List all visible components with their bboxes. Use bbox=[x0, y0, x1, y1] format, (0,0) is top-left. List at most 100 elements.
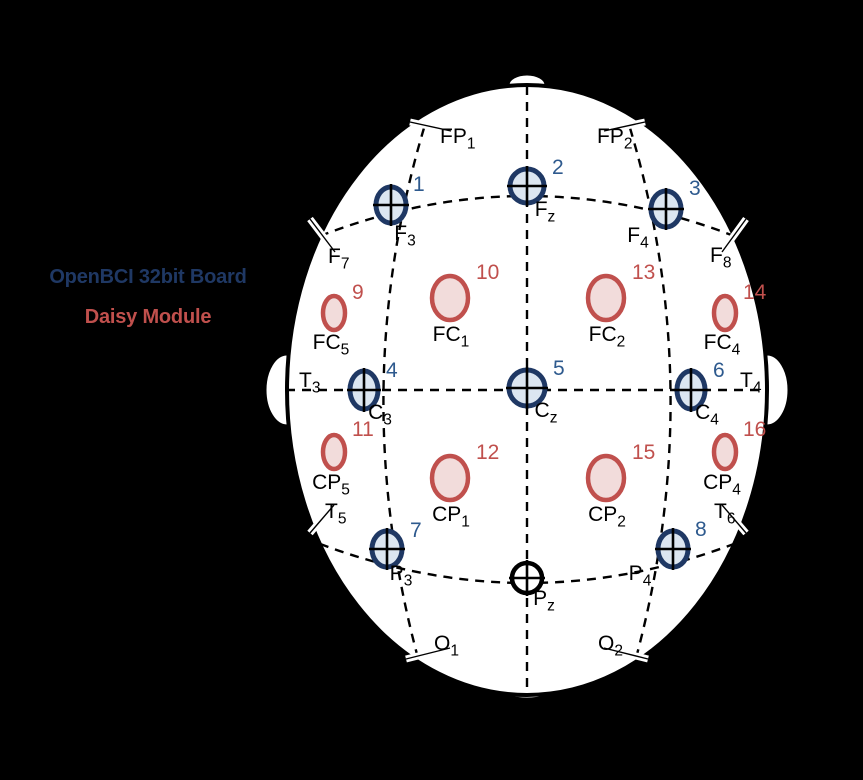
position-label-o2: O2 bbox=[598, 632, 623, 659]
daisy-channel-number: 14 bbox=[743, 281, 767, 304]
label-subscript: 2 bbox=[614, 642, 623, 659]
daisy-channel-number: 16 bbox=[743, 418, 766, 441]
label-subscript: 3 bbox=[407, 232, 416, 249]
daisy-electrode-marker[interactable] bbox=[320, 293, 348, 333]
label-main: T bbox=[714, 500, 727, 523]
board-channel-number: 6 bbox=[713, 359, 725, 382]
board-channel-number: 2 bbox=[552, 156, 564, 179]
scalp-tick-outline bbox=[309, 218, 336, 253]
board-channel-number: 8 bbox=[695, 518, 707, 541]
label-main: F bbox=[710, 244, 723, 267]
label-subscript: z bbox=[548, 208, 556, 225]
legend-item-label-1: Daisy Module bbox=[85, 306, 212, 328]
label-main: CP bbox=[312, 471, 341, 494]
board-electrode-label: F3 bbox=[394, 222, 415, 249]
label-subscript: 5 bbox=[341, 341, 350, 358]
daisy-electrode-marker[interactable] bbox=[585, 273, 627, 323]
daisy-channel-number: 10 bbox=[476, 261, 499, 284]
label-subscript: 2 bbox=[617, 333, 626, 350]
label-main: CP bbox=[432, 503, 461, 526]
scalp-tick-outline bbox=[603, 647, 649, 660]
board-electrode-label: P4 bbox=[629, 562, 652, 589]
label-main: P bbox=[390, 562, 404, 585]
label-subscript: 2 bbox=[624, 135, 633, 152]
label-main: FC bbox=[313, 331, 341, 354]
position-label-t6: T6 bbox=[714, 500, 735, 527]
board-electrode-fz[interactable]: 2Fz bbox=[507, 156, 564, 225]
daisy-channel-number: 12 bbox=[476, 441, 499, 464]
label-main: FC bbox=[433, 323, 461, 346]
label-subscript: z bbox=[547, 597, 555, 614]
daisy-electrode-marker[interactable] bbox=[429, 453, 471, 503]
board-electrode-f4[interactable]: 3F4 bbox=[627, 177, 700, 251]
label-main: FC bbox=[704, 331, 732, 354]
position-label-f8: F8 bbox=[710, 244, 731, 271]
daisy-channel-number: 9 bbox=[352, 281, 364, 304]
label-subscript: 7 bbox=[341, 255, 350, 272]
position-label-f7: F7 bbox=[328, 245, 349, 272]
label-subscript: 1 bbox=[461, 333, 470, 350]
label-subscript: 4 bbox=[710, 411, 719, 428]
reference-electrode-pz[interactable]: Pz bbox=[509, 560, 555, 614]
scalp-tick-outline bbox=[721, 504, 747, 534]
label-main: P bbox=[629, 562, 643, 585]
board-channel-number: 5 bbox=[553, 357, 565, 380]
daisy-electrode-marker[interactable] bbox=[429, 273, 471, 323]
position-label-t3: T3 bbox=[299, 369, 320, 396]
label-main: O bbox=[598, 632, 614, 655]
scalp-tick-outline bbox=[603, 121, 646, 132]
label-subscript: 5 bbox=[338, 510, 347, 527]
label-main: F bbox=[394, 222, 407, 245]
reference-electrode-group: Pz bbox=[509, 560, 555, 614]
board-electrode-p3[interactable]: 7P3 bbox=[369, 519, 422, 589]
label-main: F bbox=[328, 245, 341, 268]
label-subscript: 4 bbox=[732, 481, 741, 498]
legend-item-label-0: OpenBCI 32bit Board bbox=[49, 266, 246, 288]
board-channel-number: 4 bbox=[386, 359, 398, 382]
daisy-electrode-marker[interactable] bbox=[711, 293, 739, 333]
label-main: FC bbox=[589, 323, 617, 346]
daisy-electrode-marker[interactable] bbox=[711, 432, 739, 472]
label-subscript: 2 bbox=[617, 513, 626, 530]
label-main: C bbox=[695, 401, 710, 424]
position-label-t4: T4 bbox=[740, 369, 762, 396]
daisy-channel-number: 15 bbox=[632, 441, 655, 464]
scalp-tick-outline bbox=[721, 218, 747, 253]
label-subscript: 5 bbox=[341, 481, 350, 498]
label-main: T bbox=[325, 500, 338, 523]
label-subscript: z bbox=[550, 409, 558, 426]
label-subscript: 4 bbox=[640, 234, 649, 251]
daisy-electrode-marker[interactable] bbox=[585, 453, 627, 503]
daisy-electrode-label: FC1 bbox=[433, 323, 470, 350]
scalp-tick-outline bbox=[409, 121, 452, 132]
daisy-electrode-label: CP2 bbox=[588, 503, 626, 530]
label-subscript: 1 bbox=[461, 513, 470, 530]
reference-electrode-label: Pz bbox=[533, 587, 555, 614]
board-channel-number: 3 bbox=[689, 177, 701, 200]
board-channel-number: 7 bbox=[410, 519, 422, 542]
board-electrode-c3[interactable]: 4C3 bbox=[347, 359, 398, 428]
daisy-electrode-label: FC5 bbox=[313, 331, 350, 358]
board-electrode-p4[interactable]: 8P4 bbox=[629, 518, 707, 589]
daisy-electrode-label: FC4 bbox=[704, 331, 741, 358]
label-main: CP bbox=[588, 503, 617, 526]
scalp-tick-outline bbox=[405, 647, 451, 660]
board-electrode-cz[interactable]: 5Cz bbox=[506, 357, 565, 426]
daisy-electrode-label: CP5 bbox=[312, 471, 350, 498]
board-electrode-f3[interactable]: 1F3 bbox=[373, 173, 425, 249]
daisy-electrode-marker[interactable] bbox=[320, 432, 348, 472]
label-subscript: 4 bbox=[643, 572, 652, 589]
board-electrode-c4[interactable]: 6C4 bbox=[674, 359, 725, 428]
